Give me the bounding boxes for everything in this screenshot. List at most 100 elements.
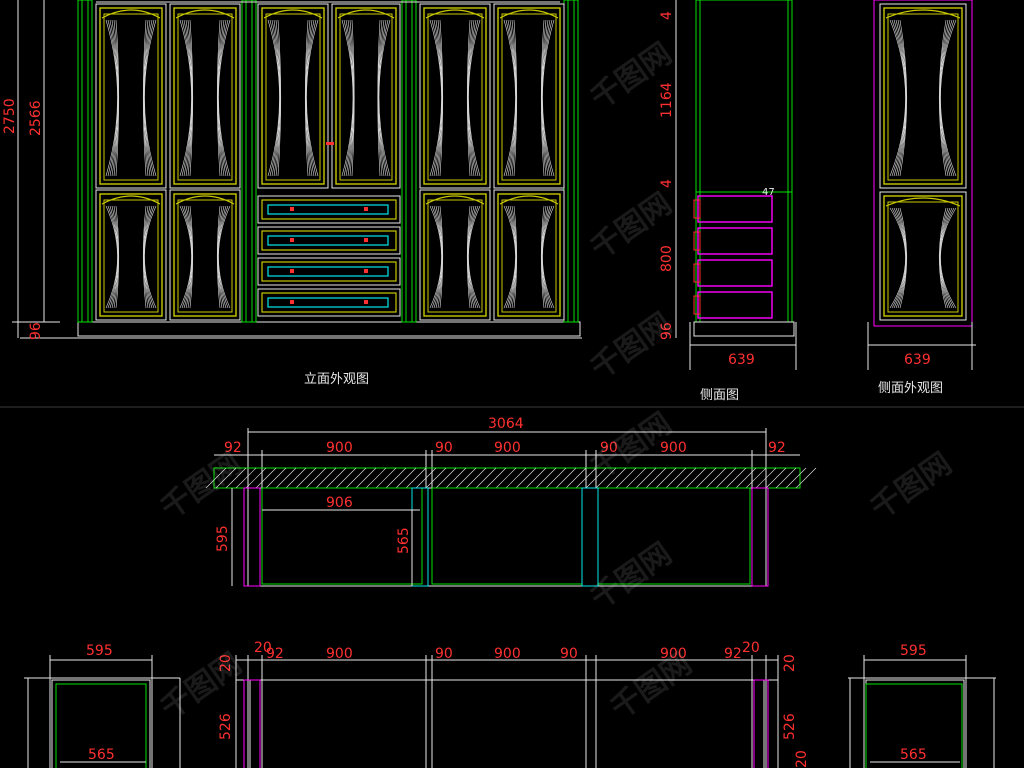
plan-dim-end-right: 92 — [768, 440, 786, 456]
hatch-line — [695, 467, 717, 489]
hatch-line — [285, 467, 307, 489]
front-dim-lines — [12, 0, 60, 338]
wood-grain-line — [107, 205, 118, 309]
door-raised-field — [887, 13, 959, 181]
hatch-line — [355, 467, 377, 489]
right-small-section: 595 565 — [848, 643, 996, 768]
door-arch-ornament — [101, 9, 161, 19]
wood-grain-line — [542, 205, 555, 309]
lower-dim-left-depth: 20 — [218, 654, 234, 672]
hatch-line — [595, 467, 617, 489]
door-bevel — [883, 7, 963, 185]
wood-grain-line — [351, 19, 355, 177]
drawer-knob-right — [364, 300, 368, 304]
plan-dim-end-left: 92 — [224, 440, 242, 456]
wood-grain-line — [377, 19, 381, 177]
lower-dim-end-right: 92 — [724, 646, 742, 662]
front-drawers — [257, 195, 401, 317]
drawer-knob-left — [290, 300, 294, 304]
side-exterior: 639 侧面外观图 — [867, 0, 976, 396]
wood-grain-line — [179, 19, 192, 177]
wood-grain-line — [889, 19, 906, 177]
side-drawer-pull — [693, 231, 701, 251]
drawer-frame — [257, 226, 401, 255]
wood-grain-line — [940, 19, 957, 177]
wood-grain-line — [306, 19, 317, 177]
door-raised-field — [103, 199, 159, 313]
wood-grain-line — [542, 19, 555, 177]
hatch-line — [795, 467, 817, 489]
wood-grain-line — [142, 205, 147, 309]
door-panel-2 — [169, 3, 241, 189]
drawer-front — [261, 292, 397, 313]
wood-grain-line — [897, 207, 907, 309]
wood-grain-line — [505, 19, 516, 177]
door-frame — [493, 189, 565, 321]
watermark-7: 千图网 — [155, 646, 249, 726]
plan-dim-bay-1: 900 — [326, 440, 353, 456]
front-drawer-1 — [257, 195, 401, 224]
wood-grain-line — [895, 207, 907, 309]
hatch-line — [615, 467, 637, 489]
hatch-line — [365, 467, 387, 489]
caption-front: 立面外观图 — [304, 372, 369, 387]
door-arch-ornament — [425, 9, 485, 19]
door-raised-field — [177, 13, 233, 181]
door-frame — [419, 189, 491, 321]
hatch-line — [645, 467, 667, 489]
door-frame — [169, 3, 241, 189]
drawer-handle — [267, 204, 389, 215]
door-raised-field — [103, 13, 159, 181]
door-arch-ornament — [101, 195, 161, 205]
door-arch-ornament — [263, 9, 323, 19]
hatch-line — [655, 467, 677, 489]
lower-dim-end-left: 92 — [266, 646, 284, 662]
wood-grain-line — [468, 205, 479, 309]
hatch-line — [515, 467, 537, 489]
wood-grain-line — [115, 205, 120, 309]
wood-grain-line — [218, 19, 231, 177]
hatch-line — [725, 467, 747, 489]
hatch-line — [275, 467, 297, 489]
door-panel-7 — [493, 189, 565, 321]
wood-grain-line — [899, 19, 908, 177]
plan-dim-depth-inner: 565 — [396, 527, 412, 554]
side-exterior-panels — [879, 3, 967, 321]
wood-grain-line — [378, 19, 387, 177]
wood-grain-line — [429, 205, 442, 309]
wood-grain-line — [940, 19, 955, 177]
wood-grain-line — [509, 205, 517, 309]
door-frame — [419, 3, 491, 189]
side-dim-plinth: 96 — [659, 322, 675, 340]
hatch-line — [295, 467, 317, 489]
door-raised-field — [427, 199, 483, 313]
door-frame — [95, 3, 167, 189]
wood-grain-line — [940, 207, 955, 309]
hatch-line — [745, 467, 767, 489]
wood-grain-line — [142, 19, 147, 177]
wood-grain-line — [433, 19, 443, 177]
wood-grain-line — [216, 19, 221, 177]
wood-grain-line — [144, 19, 155, 177]
wood-grain-line — [218, 205, 231, 309]
plan-dim-depth-outer: 595 — [215, 525, 231, 552]
hatch-line — [535, 467, 557, 489]
hatch-line — [375, 467, 397, 489]
drawer-knob-left — [290, 238, 294, 242]
side-drawer-2 — [697, 227, 773, 255]
wood-grain-line — [507, 205, 517, 309]
hatch-line — [675, 467, 697, 489]
drawer-frame — [257, 195, 401, 224]
wood-grain-line — [541, 205, 551, 309]
front-elevation: 2750 2566 96 立面外观图 — [2, 0, 582, 387]
lower-dim-edge-left: 20 — [254, 640, 272, 656]
door-panel-3 — [169, 189, 241, 321]
hatch-line — [625, 467, 647, 489]
door-frame — [169, 189, 241, 321]
hatch-line — [335, 467, 357, 489]
hatch-line — [455, 467, 477, 489]
caption-side-exterior: 侧面外观图 — [878, 381, 943, 396]
hatch-line — [495, 467, 517, 489]
front-dim-height-total: 2750 — [2, 98, 18, 134]
wood-grain-line — [439, 19, 444, 177]
